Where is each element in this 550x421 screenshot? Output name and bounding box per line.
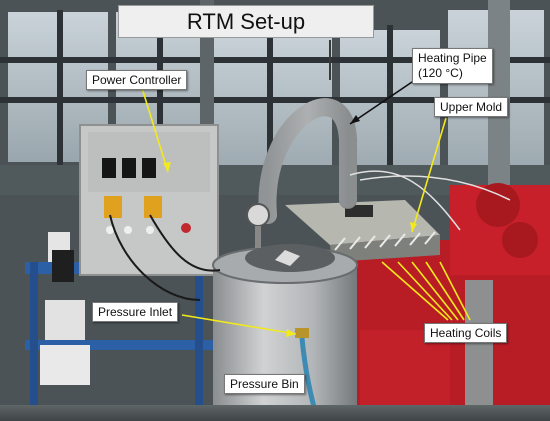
upper-mold-label: Upper Mold	[434, 97, 509, 117]
heating-coils-label: Heating Coils	[424, 323, 508, 343]
heating-pipe-temperature: (120 °C)	[418, 66, 463, 80]
heating-pipe-name: Heating Pipe	[418, 51, 487, 65]
page-title: RTM Set-up	[118, 5, 374, 38]
pressure-inlet-label: Pressure Inlet	[92, 302, 179, 322]
heating-pipe-label: Heating Pipe (120 °C)	[412, 48, 493, 84]
pressure-bin-label: Pressure Bin	[224, 374, 305, 394]
power-controller-label: Power Controller	[86, 70, 188, 90]
